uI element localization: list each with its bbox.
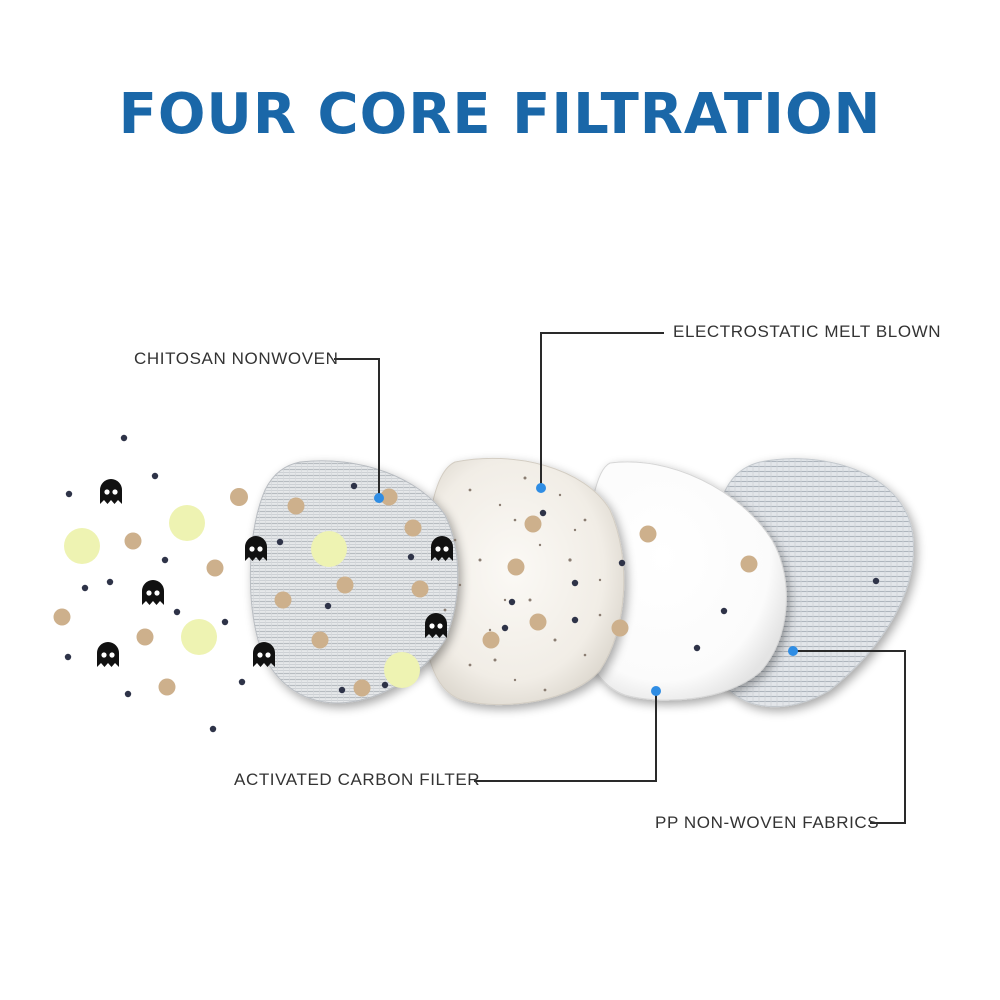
label-activated-carbon-filter: ACTIVATED CARBON FILTER xyxy=(234,770,481,789)
chitosan-leader xyxy=(334,358,380,498)
label-electrostatic-melt-blown: ELECTROSTATIC MELT BLOWN xyxy=(673,322,942,341)
pollen-particles xyxy=(64,505,420,688)
electro-leader xyxy=(540,332,664,487)
chitosan-anchor xyxy=(374,493,384,503)
callout-dots xyxy=(374,483,798,696)
page-title: FOUR CORE FILTRATION xyxy=(118,82,882,147)
fine-particles xyxy=(64,434,880,733)
label-chitosan-nonwoven: CHITOSAN NONWOVEN xyxy=(134,349,339,368)
pp-leader xyxy=(793,650,906,824)
label-pp-non-woven-fabrics: PP NON-WOVEN FABRICS xyxy=(655,813,880,832)
germ-icon xyxy=(97,479,453,667)
foam-speckles xyxy=(443,476,602,692)
carbon-leader xyxy=(474,692,657,782)
dust-particles xyxy=(53,488,758,697)
pp-anchor xyxy=(788,646,798,656)
callout-lines xyxy=(334,332,906,824)
electro-anchor xyxy=(536,483,546,493)
carbon-anchor xyxy=(651,686,661,696)
chitosan-layer xyxy=(249,460,459,704)
